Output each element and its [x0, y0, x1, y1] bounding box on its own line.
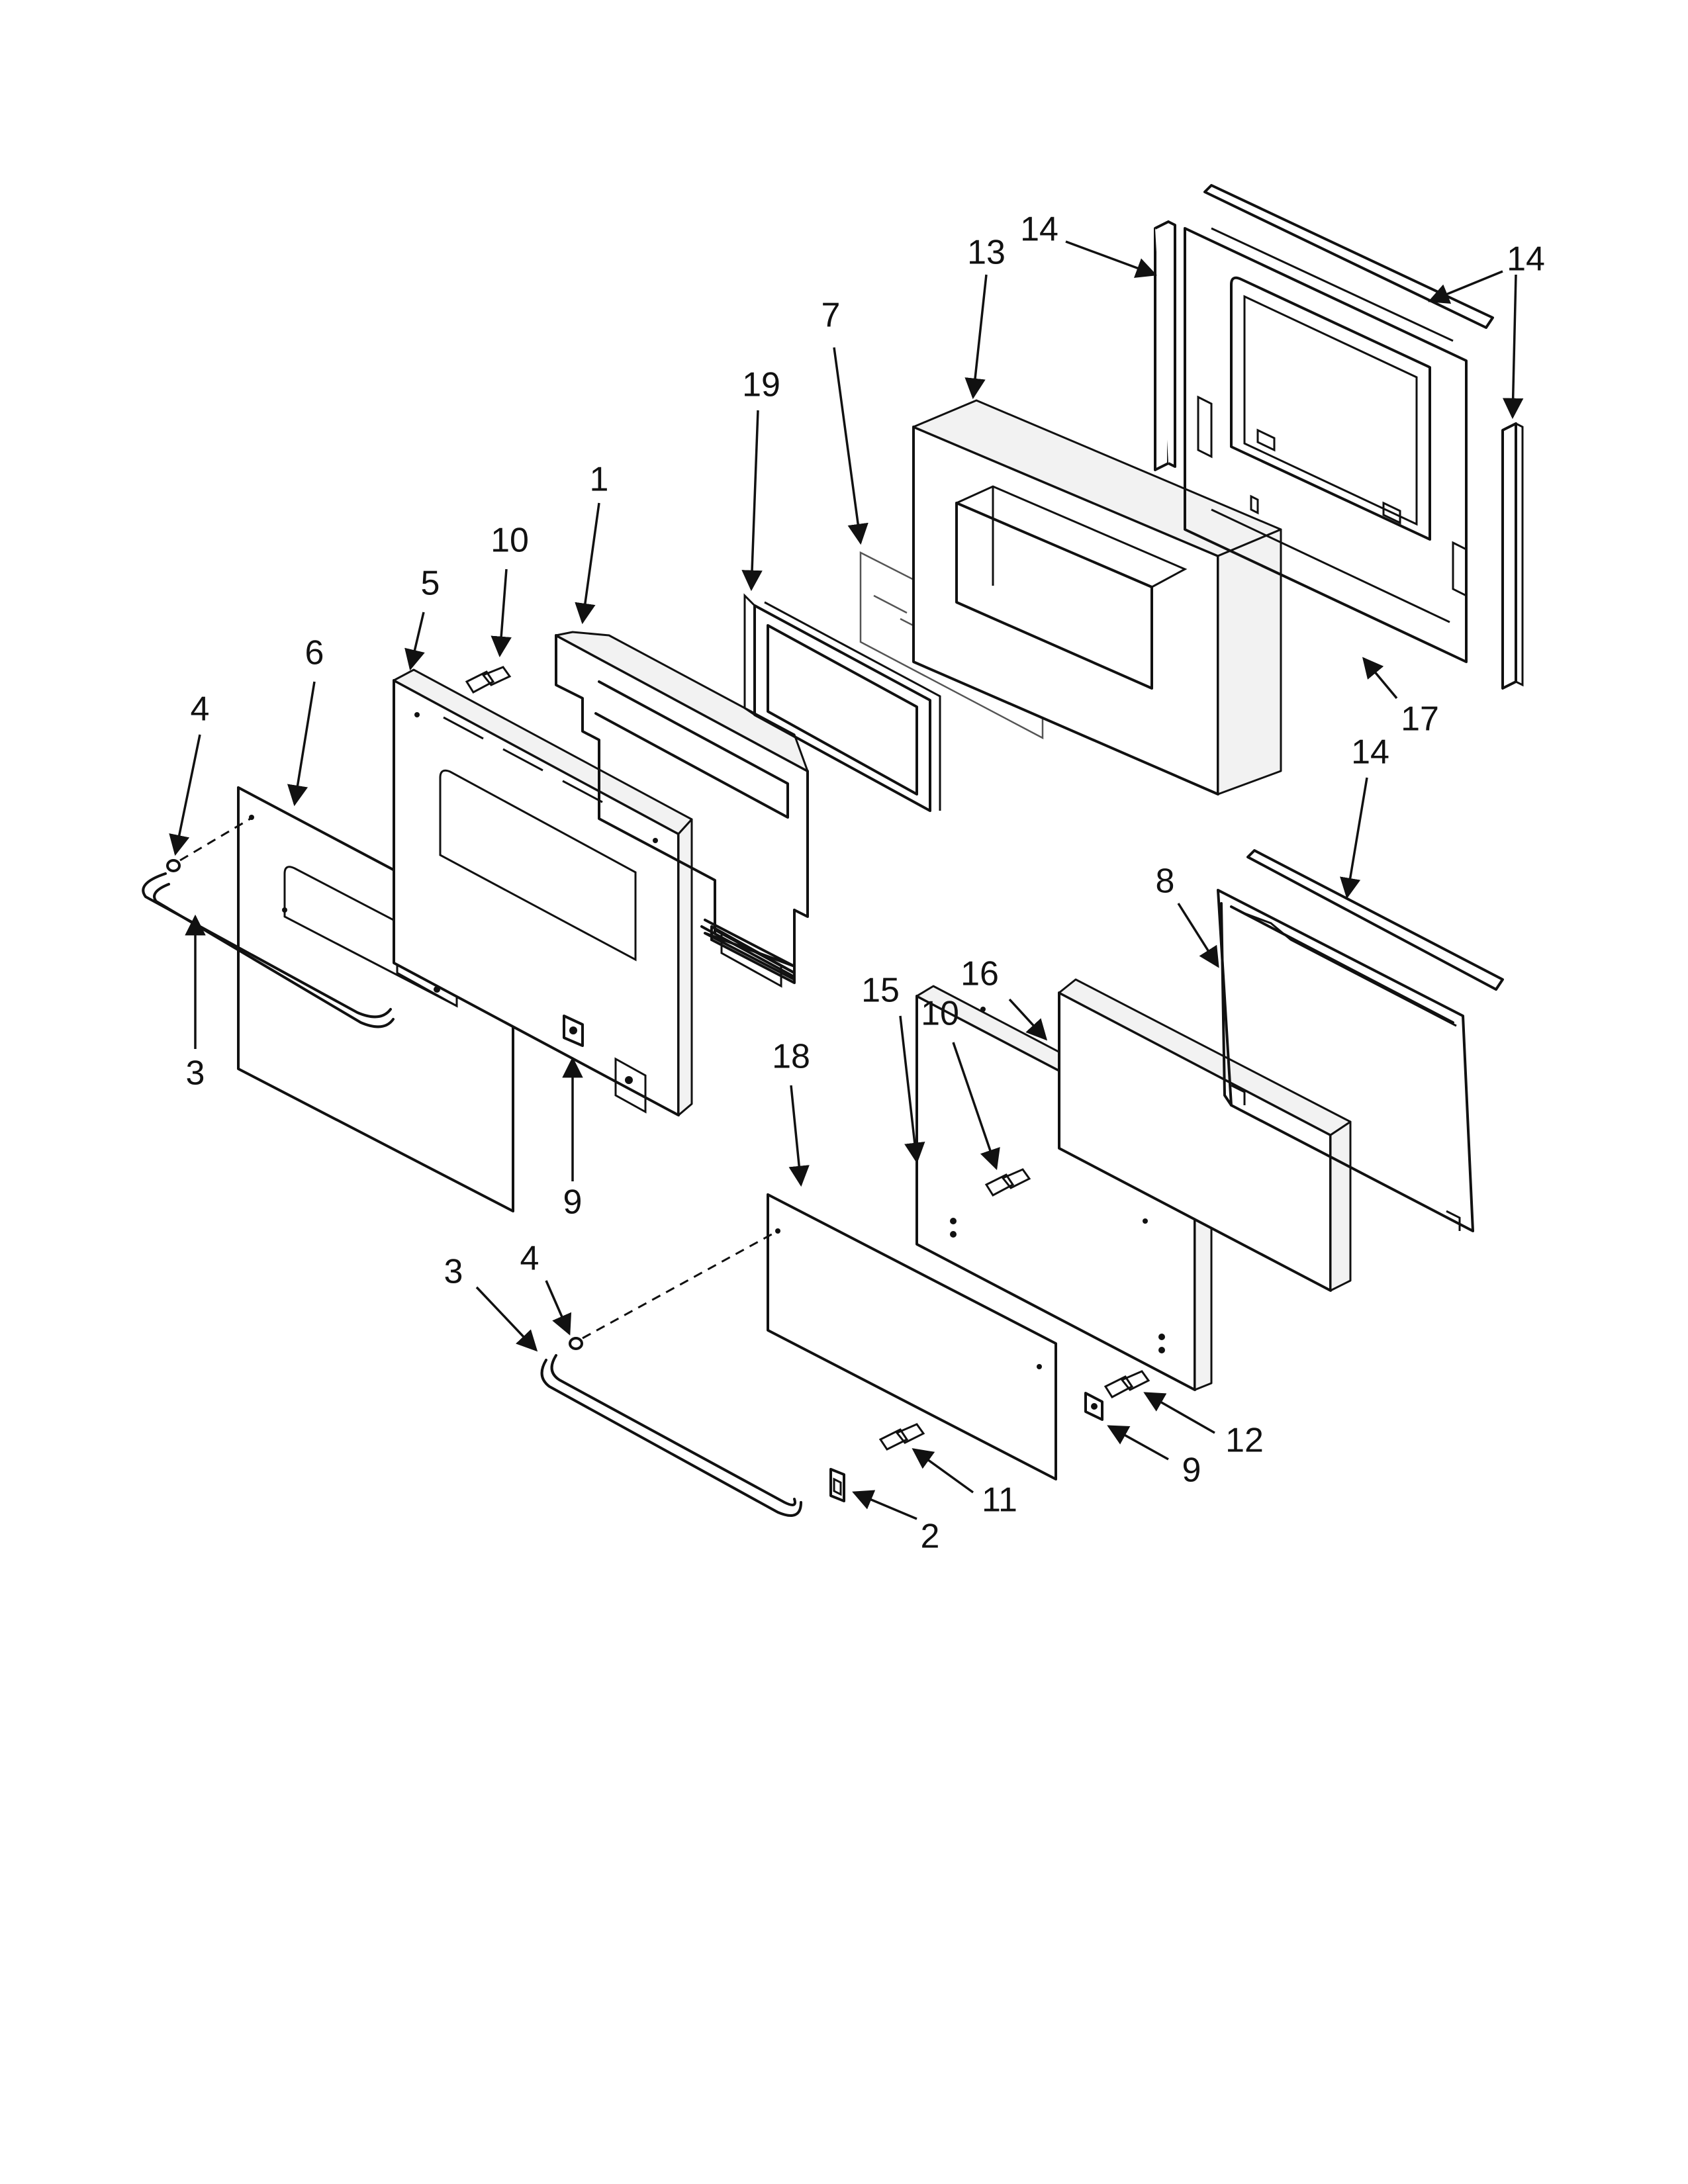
callout-16: 16: [961, 955, 999, 993]
callout-4-lower: 4: [520, 1240, 539, 1278]
callout-2: 2: [921, 1518, 940, 1556]
callout-3-lower: 3: [444, 1253, 463, 1291]
callout-10-lower: 10: [921, 995, 959, 1033]
part-10-lower-screw: [984, 1168, 1031, 1197]
part-17-door-liner: [1184, 227, 1468, 663]
callout-labels: 1 2 3 3 4 4 5 6 7 8 9 9 10 10 11 12 13 1…: [186, 210, 1545, 1556]
callout-9-lower: 9: [1182, 1451, 1201, 1490]
part-12-drawer-screw: [1103, 1370, 1150, 1398]
callout-8: 8: [1156, 862, 1175, 901]
callout-14-top-right: 14: [1507, 240, 1545, 279]
part-1-door-inner-panel: [555, 631, 809, 988]
callout-9-upper: 9: [563, 1183, 583, 1222]
callout-11: 11: [982, 1481, 1017, 1520]
callout-1: 1: [590, 461, 609, 499]
callout-13: 13: [967, 234, 1006, 272]
callout-6: 6: [305, 634, 324, 672]
part-13-outer-door-trim: [912, 399, 1282, 796]
part-3-lower-drawer-handle: [540, 1354, 802, 1517]
part-2-drawer-clip: [829, 1468, 845, 1502]
part-4-upper-handle-washer: [166, 859, 181, 872]
callout-5: 5: [421, 565, 440, 603]
callout-14-top-left: 14: [1020, 210, 1058, 249]
callout-7: 7: [821, 296, 841, 335]
part-18-drawer-glass-panel: [767, 1193, 1057, 1480]
part-10-upper-screw: [465, 666, 512, 694]
callout-12: 12: [1225, 1422, 1264, 1460]
part-14-gasket-lower: [1246, 849, 1504, 991]
callout-14-lower: 14: [1351, 733, 1389, 772]
callout-19: 19: [742, 366, 780, 404]
part-14-gasket-left-vertical: [1154, 220, 1176, 471]
upper-handle-alignment-line: [179, 817, 252, 862]
part-14-gasket-top-horizontal: [1203, 184, 1494, 329]
part-3-upper-door-handle: [142, 872, 395, 1028]
part-11-drawer-screw: [878, 1423, 925, 1451]
leader-lines: [169, 240, 1524, 1520]
part-9-upper-hinge-clip: [563, 1015, 584, 1047]
part-4-lower-handle-washer: [569, 1337, 583, 1350]
callout-3-upper: 3: [186, 1054, 205, 1093]
callout-17: 17: [1401, 700, 1439, 739]
part-5-inner-door-frame: [393, 668, 693, 1116]
callout-10-upper: 10: [491, 522, 529, 560]
part-9-lower-hinge-clip: [1084, 1392, 1103, 1421]
callout-15: 15: [861, 972, 900, 1010]
part-8-drawer-back-panel: [1217, 889, 1474, 1232]
callout-4-upper: 4: [191, 690, 210, 729]
callout-18: 18: [772, 1038, 810, 1076]
part-19-window-frame: [743, 593, 941, 812]
part-14-gasket-right-vertical: [1501, 422, 1524, 690]
lower-handle-alignment-line: [582, 1230, 778, 1340]
